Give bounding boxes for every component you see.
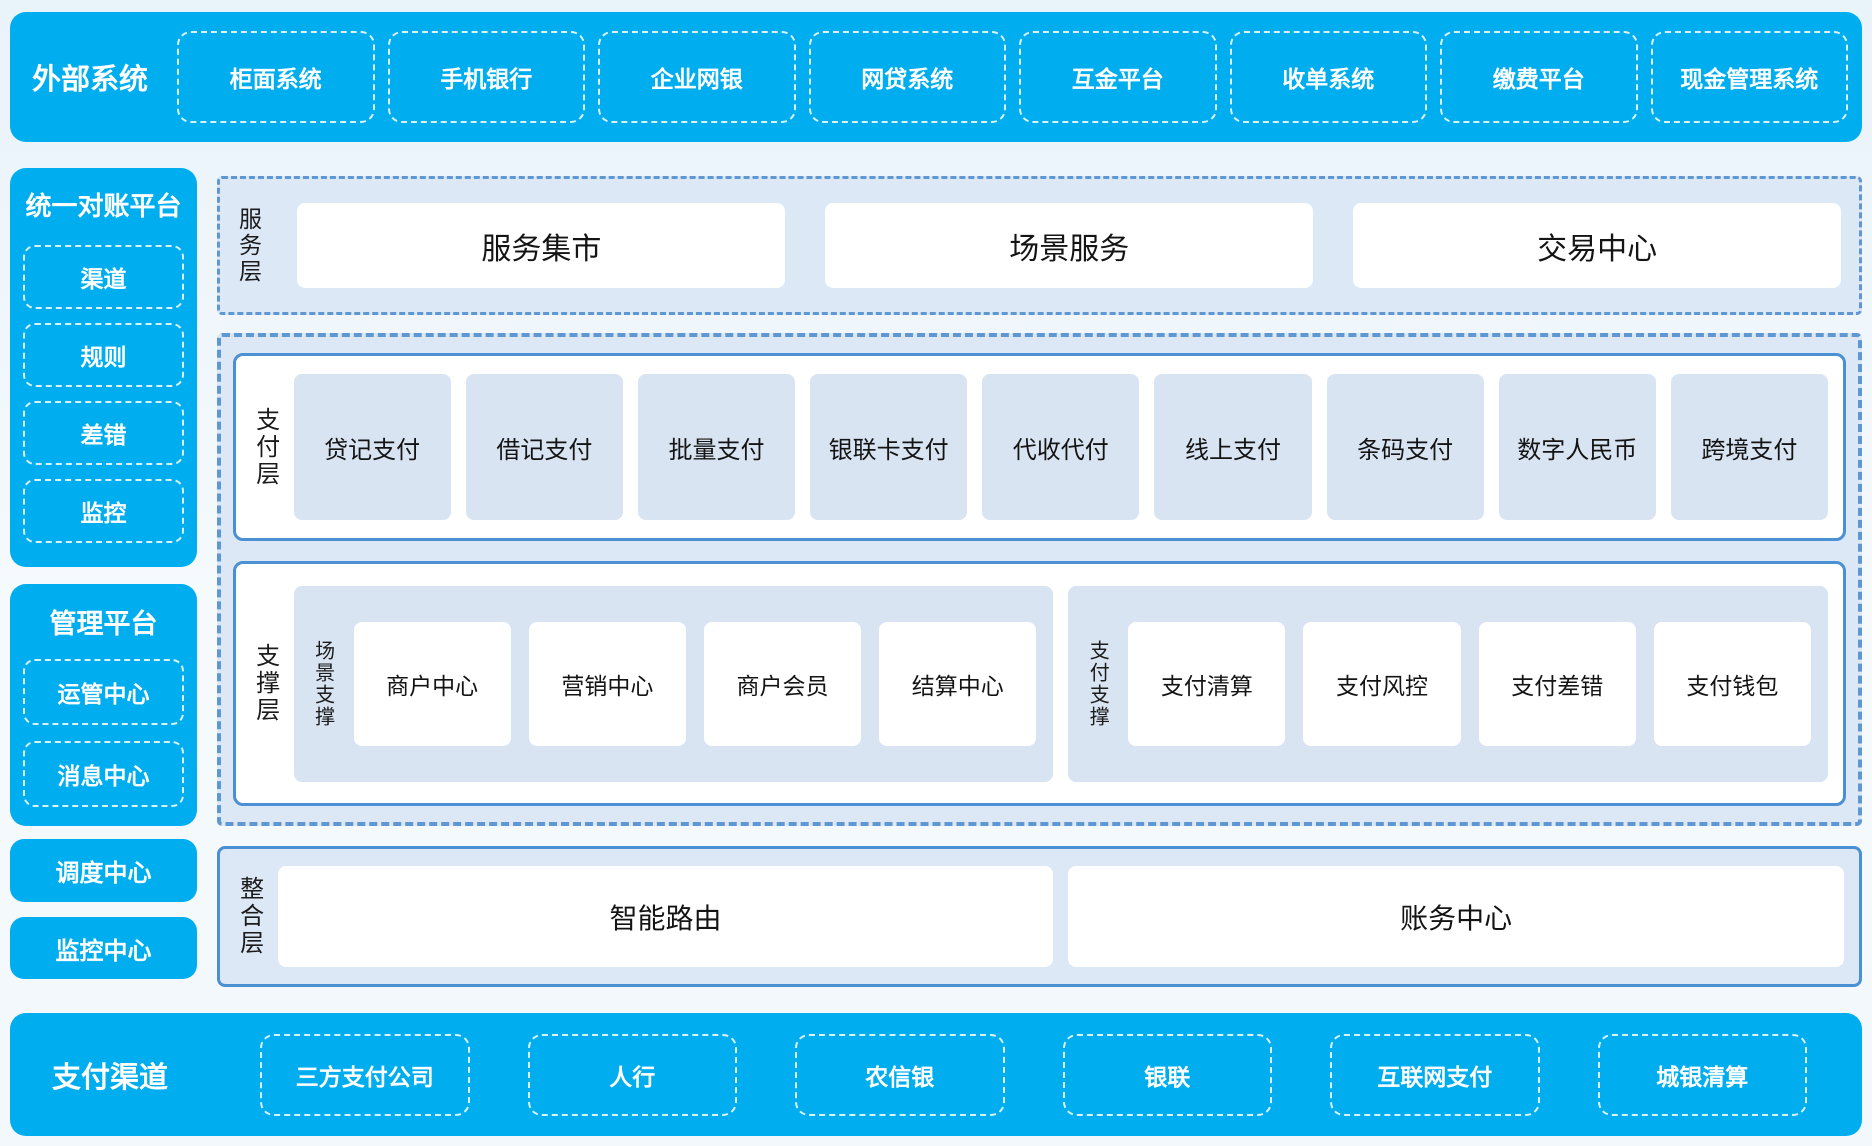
support-item: 结算中心 [879,621,1037,746]
payment-item: 条码支付 [1326,374,1484,520]
support-item: 支付风控 [1303,621,1461,746]
payment-item: 代收代付 [982,374,1140,520]
payment-channel-item: 银联 [1062,1033,1272,1116]
integration-items: 智能路由 账务中心 [277,866,1844,967]
integration-layer-label: 整合层 [235,876,263,957]
payment-support-group: 支付支撑 支付清算 支付风控 支付差错 支付钱包 [1068,585,1828,782]
service-item: 场景服务 [825,203,1314,288]
payment-item: 跨境支付 [1670,374,1828,520]
payment-channel-item: 农信银 [795,1033,1005,1116]
management-item: 消息中心 [23,741,184,807]
payment-item: 借记支付 [465,374,623,520]
support-item: 支付清算 [1128,621,1286,746]
payment-items: 贷记支付 借记支付 批量支付 银联卡支付 代收代付 线上支付 条码支付 [293,374,1828,520]
service-layer-label: 服务层 [235,206,262,285]
support-item: 营销中心 [528,621,686,746]
support-item: 支付钱包 [1653,621,1811,746]
service-item: 交易中心 [1353,203,1842,288]
reconciliation-item: 差错 [23,401,184,465]
support-groups: 场景支撑 商户中心 营销中心 商户会员 结算中心 [293,585,1828,782]
integration-layer: 整合层 智能路由 账务中心 [217,846,1862,987]
payment-item: 线上支付 [1154,374,1312,520]
external-system-item: 收单系统 [1229,31,1427,123]
payment-item: 贷记支付 [293,374,451,520]
reconciliation-item: 监控 [23,479,184,543]
monitoring-center-block: 监控中心 [10,917,197,979]
external-system-item: 互金平台 [1019,31,1217,123]
payment-channel-item: 人行 [527,1033,737,1116]
service-items: 服务集市 场景服务 交易中心 [297,203,1842,288]
management-platform-title: 管理平台 [49,609,158,639]
scenario-support-label: 场景支撑 [311,639,334,728]
support-layer-label: 支撑层 [251,643,279,724]
payment-item: 银联卡支付 [810,374,968,520]
scenario-support-group: 场景支撑 商户中心 营销中心 商户会员 结算中心 [293,585,1054,782]
management-item: 运管中心 [23,659,184,725]
support-item: 商户会员 [703,621,862,746]
support-layer: 支撑层 场景支撑 商户中心 营销中心 商户会员 [233,561,1846,806]
support-item: 支付差错 [1478,621,1636,746]
external-systems-label: 外部系统 [32,64,149,96]
external-systems-items: 柜面系统 手机银行 企业网银 网贷系统 互金平台 收单系统 缴费平台 现金管理系… [177,12,1848,142]
payment-layer: 支付层 贷记支付 借记支付 批量支付 银联卡支付 代收代付 [233,353,1846,541]
payment-item: 批量支付 [637,374,796,520]
external-system-item: 企业网银 [598,31,796,123]
external-system-item: 柜面系统 [177,31,375,123]
external-system-item: 缴费平台 [1440,31,1638,123]
payment-layer-label: 支付层 [251,406,279,488]
payment-channel-item: 三方支付公司 [260,1033,470,1116]
management-items: 运管中心 消息中心 [23,659,184,807]
payment-support-wrap: 支付层 贷记支付 借记支付 批量支付 银联卡支付 代收代付 [217,333,1862,826]
support-item: 商户中心 [353,621,511,746]
reconciliation-items: 渠道 规则 差错 监控 [23,245,184,543]
payment-item: 数字人民币 [1498,374,1656,520]
layers-column: 服务层 服务集市 场景服务 交易中心 支付层 [217,168,1862,987]
payment-channels-bar: 支付渠道 三方支付公司 人行 农信银 银联 互联网支付 城银清算 [10,1013,1862,1136]
middle-region: 统一对账平台 渠道 规则 差错 监控 管理平台 [10,168,1862,987]
payment-support-label: 支付支撑 [1086,639,1109,728]
sidebar: 统一对账平台 渠道 规则 差错 监控 管理平台 [10,168,197,987]
payment-channel-item: 互联网支付 [1330,1033,1540,1116]
payment-channels-label: 支付渠道 [52,1061,169,1094]
scenario-support-items: 商户中心 营销中心 商户会员 结算中心 [353,621,1037,746]
service-layer: 服务层 服务集市 场景服务 交易中心 [217,176,1862,315]
reconciliation-item: 渠道 [23,245,184,309]
integration-item: 智能路由 [277,866,1054,967]
payment-channel-items: 三方支付公司 人行 农信银 银联 互联网支付 城银清算 [260,1013,1807,1136]
reconciliation-platform-panel: 统一对账平台 渠道 规则 差错 监控 [10,168,197,567]
service-item: 服务集市 [297,203,786,288]
external-system-item: 手机银行 [387,31,585,123]
external-system-item: 现金管理系统 [1650,31,1848,123]
payment-channel-item: 城银清算 [1597,1033,1807,1116]
dispatch-center-block: 调度中心 [10,839,197,902]
external-systems-bar: 外部系统 柜面系统 手机银行 企业网银 网贷系统 互金平台 收单系统 缴费平台 … [10,12,1862,142]
integration-item: 账务中心 [1068,866,1844,967]
payment-support-items: 支付清算 支付风控 支付差错 支付钱包 [1128,621,1811,746]
reconciliation-platform-title: 统一对账平台 [25,191,182,221]
external-system-item: 网贷系统 [808,31,1006,123]
management-platform-panel: 管理平台 运管中心 消息中心 [10,584,197,826]
reconciliation-item: 规则 [23,323,184,387]
